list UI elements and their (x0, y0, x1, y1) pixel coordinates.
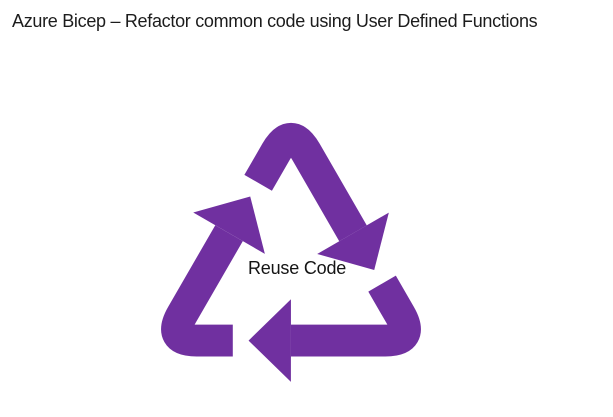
recycle-arm-top (258, 139, 389, 270)
reuse-code-label: Reuse Code (248, 258, 347, 278)
slide-title: Azure Bicep – Refactor common code using… (12, 11, 538, 31)
